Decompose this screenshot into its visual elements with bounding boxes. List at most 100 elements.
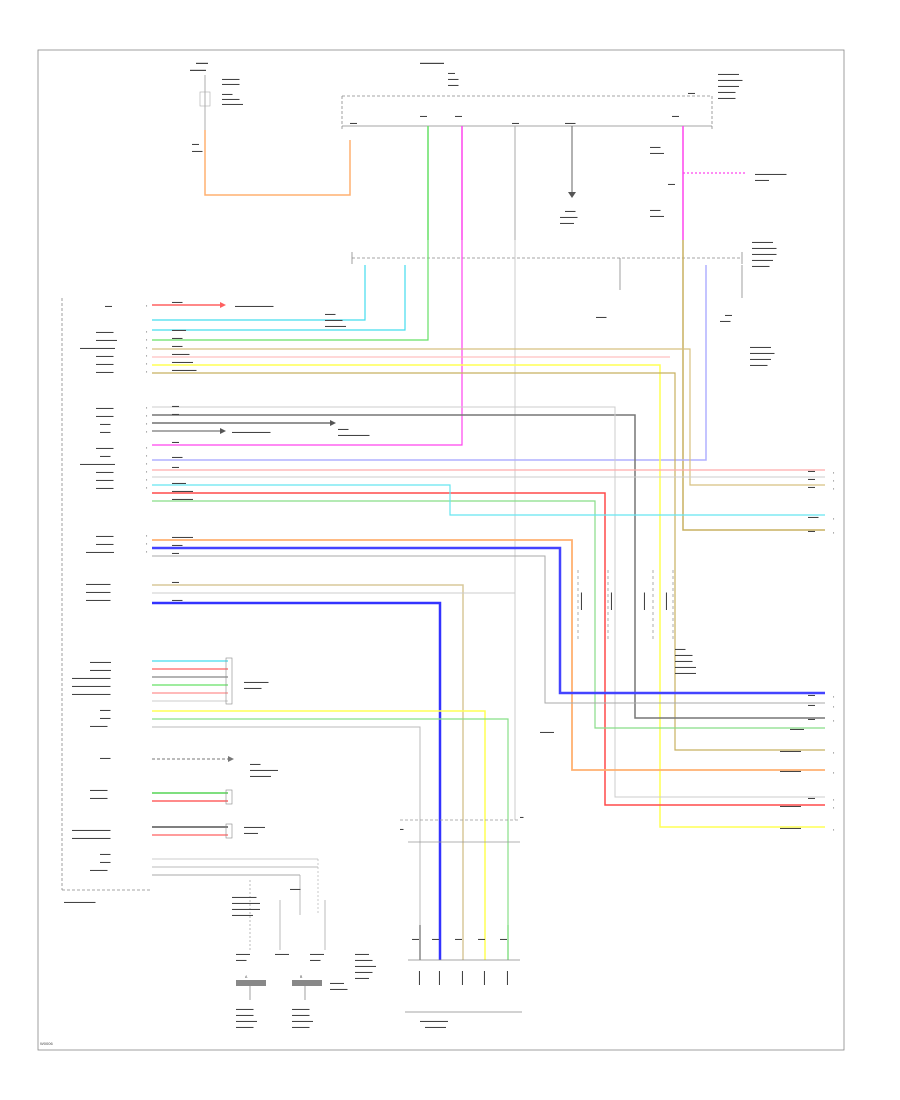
svg-text:▬▬▬▬▬: ▬▬▬▬▬: [664, 592, 668, 610]
wire-tan-1: [152, 584, 464, 925]
svg-text:▬▬▬▬▬▬: ▬▬▬▬▬▬: [675, 665, 697, 669]
svg-text:▬▬▬▬: ▬▬▬▬: [172, 328, 187, 332]
svg-text:▬▬▬: ▬▬▬: [100, 430, 111, 434]
svg-text:▬▬: ▬▬: [672, 114, 680, 118]
svg-text:▬▬▬: ▬▬▬: [448, 77, 459, 81]
wire-orange-2: [152, 539, 825, 771]
svg-text:▬▬: ▬▬: [412, 937, 420, 941]
svg-text:▬▬▬▬▬▬▬▬▬▬▬: ▬▬▬▬▬▬▬▬▬▬▬: [232, 430, 271, 434]
svg-text:▬▬: ▬▬: [725, 313, 733, 317]
svg-text:▬▬▬▬▬: ▬▬▬▬▬: [750, 363, 768, 367]
svg-text:▬▬▬▬: ▬▬▬▬: [437, 971, 441, 986]
svg-text:▬▬▬▬▬: ▬▬▬▬▬: [236, 1013, 254, 1017]
svg-text:▬▬▬▬: ▬▬▬▬: [460, 971, 464, 986]
svg-text:▬▬: ▬▬: [808, 485, 816, 489]
middle-connector-bus: ▬▬▬▬▬▬ ▬▬▬▬▬▬▬ ▬▬▬▬▬▬▬ ▬▬▬▬▬▬ ▬▬▬▬▬: [351, 240, 777, 268]
svg-text:▬▬▬▬▬: ▬▬▬▬▬: [96, 330, 114, 334]
svg-text:▬▬▬▬▬▬: ▬▬▬▬▬▬: [172, 497, 194, 501]
svg-text:▬▬: ▬▬: [808, 693, 816, 697]
svg-text:▬▬▬▬▬▬: ▬▬▬▬▬▬: [718, 72, 740, 76]
svg-text:▬▬▬▬: ▬▬▬▬: [417, 971, 421, 986]
svg-text:▬▬▬▬: ▬▬▬▬: [330, 981, 345, 985]
svg-text:▬▬▬▬: ▬▬▬▬: [560, 221, 575, 225]
svg-text:▪: ▪: [833, 806, 834, 810]
svg-text:▬▬: ▬▬: [512, 121, 520, 125]
svg-text:▬▬▬: ▬▬▬: [172, 455, 183, 459]
svg-text:▬▬: ▬▬: [172, 440, 180, 444]
svg-text:▬▬▬▬: ▬▬▬▬: [355, 976, 370, 980]
svg-text:▬▬▬▬▬▬: ▬▬▬▬▬▬: [172, 535, 194, 539]
svg-text:▪: ▪: [833, 705, 834, 709]
svg-text:▬▬▬: ▬▬▬: [100, 708, 111, 712]
svg-text:▬▬▬▬▬: ▬▬▬▬▬: [292, 1025, 310, 1029]
svg-text:▪: ▪: [833, 828, 834, 832]
svg-text:▬▬▬▬▬▬: ▬▬▬▬▬▬: [752, 258, 774, 262]
svg-text:▬▬▬: ▬▬▬: [310, 958, 321, 962]
svg-text:▬▬▬▬▬▬▬: ▬▬▬▬▬▬▬: [86, 582, 111, 586]
svg-text:▬▬: ▬▬: [688, 91, 696, 95]
svg-text:▬▬: ▬▬: [808, 717, 816, 721]
svg-text:▪: ▪: [833, 771, 834, 775]
svg-text:▬▬▬▬: ▬▬▬▬: [244, 831, 259, 835]
speaker-stubs: ▬▬▬▬▬▬ ▬▬▬▬: [152, 789, 266, 839]
svg-text:▬▬▬▬▬: ▬▬▬▬▬: [236, 1025, 254, 1029]
right-end-labels: ▬▬ ▬▬ ▬▬ ▬▬▬ ▬▬ ▬▬ ▬▬ ▬▬ ▬▬▬▬ ▬▬▬▬▬▬ ▬▬▬…: [780, 469, 834, 832]
svg-text:▬▬▬: ▬▬▬: [100, 716, 111, 720]
wire-gray-4: [152, 555, 825, 704]
svg-text:▬▬▬▬▬: ▬▬▬▬▬: [96, 354, 114, 358]
svg-text:▬▬▬▬▬▬: ▬▬▬▬▬▬: [355, 964, 377, 968]
svg-text:▬▬▬▬▬: ▬▬▬▬▬: [90, 788, 108, 792]
svg-text:▪: ▪: [146, 304, 147, 308]
svg-text:▬▬▬: ▬▬▬: [172, 543, 183, 547]
wire-lightblue-2: [152, 265, 406, 331]
svg-text:▬▬▬▬▬▬: ▬▬▬▬▬▬: [420, 60, 444, 65]
svg-text:▬▬▬: ▬▬▬: [100, 860, 111, 864]
svg-text:▬▬▬▬▬: ▬▬▬▬▬: [236, 1007, 254, 1011]
svg-text:▪: ▪: [146, 422, 147, 426]
svg-text:▬▬▬▬▬▬: ▬▬▬▬▬▬: [90, 660, 112, 664]
svg-text:▬▬: ▬▬: [172, 551, 180, 555]
svg-text:▬▬▬▬▬: ▬▬▬▬▬: [752, 264, 770, 268]
svg-text:▬▬: ▬▬: [808, 469, 816, 473]
svg-text:▬▬▬▬▬▬: ▬▬▬▬▬▬: [752, 240, 774, 244]
svg-text:▬▬: ▬▬: [478, 937, 486, 941]
svg-text:▬▬▬: ▬▬▬: [192, 149, 203, 153]
svg-text:▬▬▬: ▬▬▬: [236, 958, 247, 962]
svg-text:▪: ▪: [146, 338, 147, 342]
svg-text:▬▬▬▬▬: ▬▬▬▬▬: [96, 478, 114, 482]
svg-text:▪: ▪: [146, 478, 147, 482]
svg-text:▬▬▬: ▬▬▬: [172, 598, 183, 602]
svg-text:▪: ▪: [146, 406, 147, 410]
svg-text:▬▬▬▬▬: ▬▬▬▬▬: [718, 90, 736, 94]
svg-text:▬▬▬▬: ▬▬▬▬: [275, 952, 290, 956]
svg-text:▬▬▬▬▬▬▬▬: ▬▬▬▬▬▬▬▬: [420, 1019, 449, 1023]
svg-text:▬▬▬▬▬▬: ▬▬▬▬▬▬: [780, 769, 802, 773]
svg-text:▬▬▬▬▬▬: ▬▬▬▬▬▬: [172, 360, 194, 364]
svg-text:▬▬▬▬▬▬: ▬▬▬▬▬▬: [780, 804, 802, 808]
svg-text:▬▬▬▬▬: ▬▬▬▬▬: [330, 987, 348, 991]
svg-text:▬▬▬▬▬: ▬▬▬▬▬: [718, 96, 736, 100]
svg-text:▬▬▬▬▬▬: ▬▬▬▬▬▬: [222, 102, 244, 106]
svg-text:▬▬▬: ▬▬▬: [675, 647, 686, 651]
svg-text:▬▬▬: ▬▬▬: [565, 121, 576, 125]
svg-text:▪: ▪: [833, 798, 834, 802]
svg-text:▪: ▪: [146, 462, 147, 466]
svg-text:▬▬▬▬▬: ▬▬▬▬▬: [96, 470, 114, 474]
svg-text:▬▬▬: ▬▬▬: [448, 83, 459, 87]
svg-text:▪: ▪: [146, 370, 147, 374]
svg-text:▬▬▬: ▬▬▬: [290, 887, 301, 891]
pin-labels: ▬▬ ▬▬▬▬▬ ▬▬▬▬▬▬ ▬▬▬▬▬▬▬▬▬▬ ▬▬▬▬▬ ▬▬▬▬▬ ▬…: [72, 304, 118, 872]
svg-text:▬▬▬: ▬▬▬: [172, 344, 183, 348]
svg-text:▬▬▬: ▬▬▬: [565, 209, 576, 213]
svg-text:▬▬▬▬▬: ▬▬▬▬▬: [222, 97, 240, 101]
svg-text:▬▬▬▬▬: ▬▬▬▬▬: [292, 1007, 310, 1011]
svg-text:▬▬▬▬▬▬▬: ▬▬▬▬▬▬▬: [718, 78, 743, 82]
svg-text:▬▬▬▬▬: ▬▬▬▬▬: [96, 414, 114, 418]
wire-blue-1: [152, 546, 825, 695]
svg-text:▬▬▬: ▬▬▬: [100, 422, 111, 426]
svg-text:▬▬▬: ▬▬▬: [720, 319, 731, 323]
shield-labels: ▬▬▬▬▬ ▬▬▬▬▬ ▬▬▬▬▬ ▬▬▬▬▬ ▬▬▬ ▬▬▬▬▬ ▬▬▬▬▬ …: [540, 592, 697, 734]
svg-text:▬▬: ▬▬: [448, 71, 456, 75]
svg-text:▬▬: ▬▬: [668, 182, 676, 186]
